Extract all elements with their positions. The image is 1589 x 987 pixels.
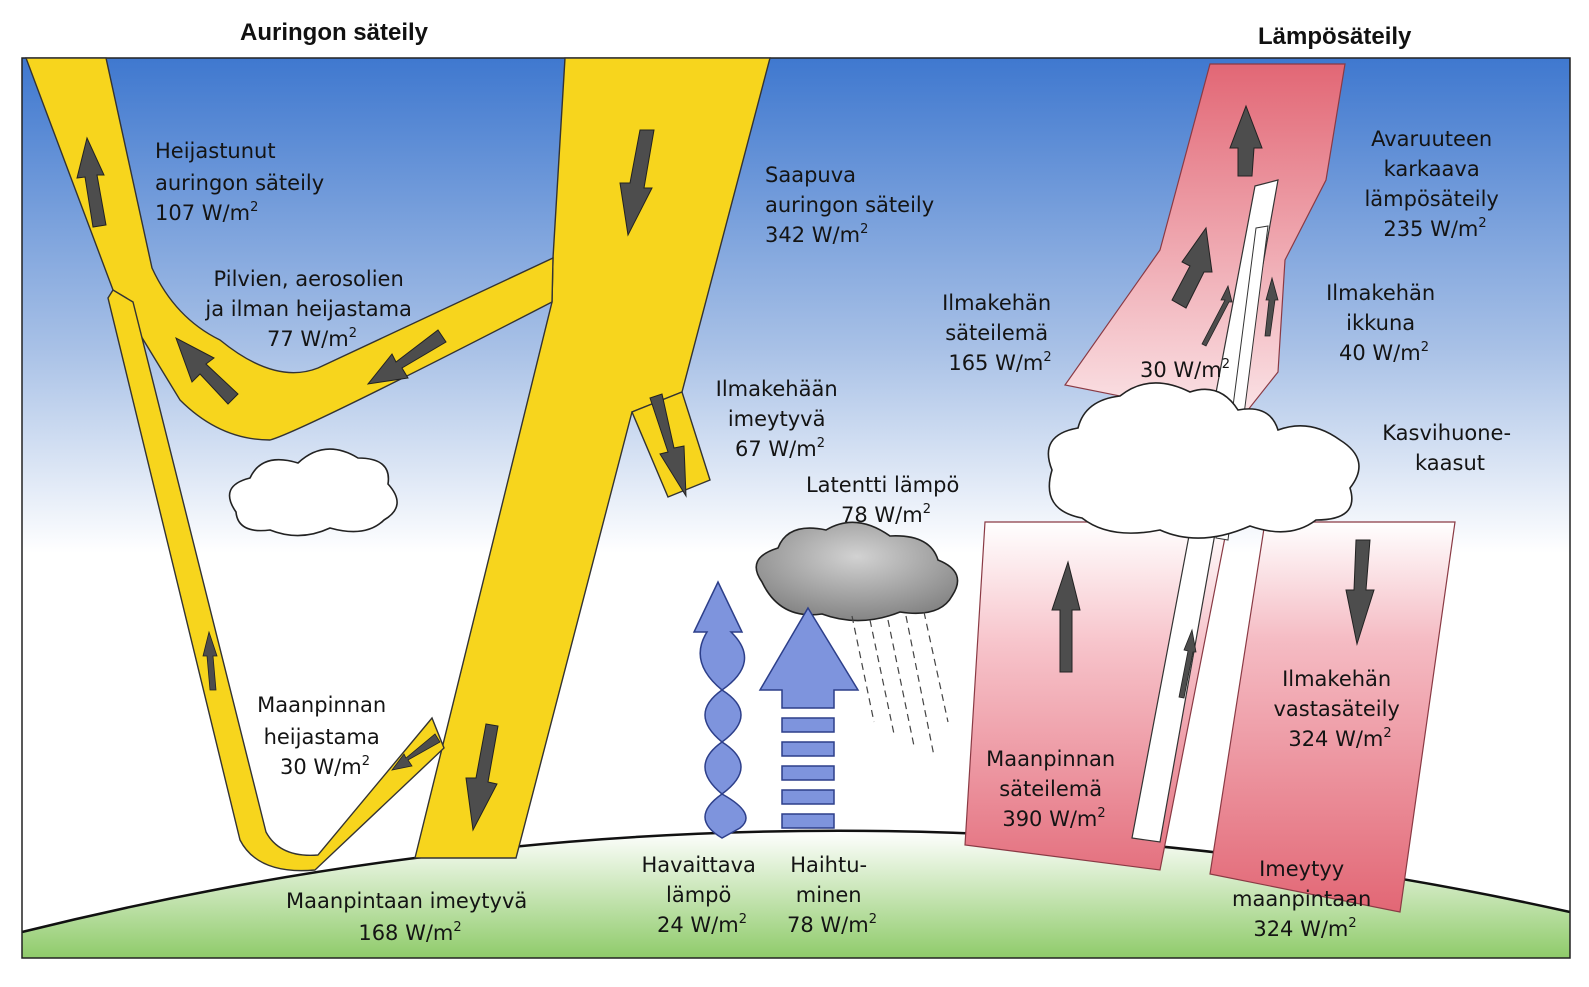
reflected-solar-label: Heijastunut auringon säteily 107 W/m2 [155,139,331,225]
evaporation-arrow [758,606,860,829]
incoming-down-arrow [619,129,655,237]
emitted-up-arrow [1171,226,1213,309]
back-down-arrow [1345,539,1375,646]
greenhouse-label: Kasvihuone- kaasut [1382,421,1517,475]
window-up-arrow [1229,104,1263,177]
window-label: Ilmakehän ikkuna 40 W/m2 [1326,281,1442,365]
cloud-reflected-label: Pilvien, aerosolien ja ilman heijastama … [204,267,418,351]
surface-reflected-band [107,289,445,872]
surface-emitted-label: Maanpinnan säteilemä 390 W/m2 [986,747,1122,831]
reflected-left-up-arrow [175,336,239,405]
flow-arrows [76,104,1375,832]
surface-reflected-label: Maanpinnan heijastama 30 W/m2 [257,693,393,779]
escaping-thermal-label: Avaruuteen karkaava lämpösäteily 235 W/m… [1364,127,1505,241]
rain-streaks [851,611,949,757]
cloud-reflected-arrow [366,329,447,385]
reflected-up-arrow [76,136,107,228]
cloud-left [228,448,398,537]
incoming-solar-label: Saapuva auringon säteily 342 W/m2 [765,163,941,247]
atmos-absorbed-label: Ilmakehään imeytyvä 67 W/m2 [716,377,845,461]
atmos-emitted-label: Ilmakehän säteilemä 165 W/m2 [942,291,1058,375]
thin-flow-arrows [202,276,1279,771]
sensible-heat-label: Havaittava lämpö 24 W/m2 [641,853,762,937]
back-radiation-label: Ilmakehän vastasäteily 324 W/m2 [1273,667,1406,751]
solar-header: Auringon säteily [240,19,429,46]
window-30-label: 30 W/m2 [1140,357,1230,382]
latent-heat-label: Latentti lämpö 78 W/m2 [806,473,966,527]
surface-absorbed-label: Maanpintaan imeytyvä 168 W/m2 [286,889,534,945]
absorbed-atmos-arrow [649,393,687,498]
absorbed-surface-label: Imeytyy maanpintaan 324 W/m2 [1232,857,1378,941]
thermal-header: Lämpösäteily [1258,23,1412,50]
sensible-heat-arrow [692,580,747,839]
surface-up-arrow [1051,560,1081,673]
diagram-frame [21,57,1571,959]
back-radiation-band [1209,521,1456,913]
cloud-right [1047,382,1360,539]
ground [22,830,1570,958]
surface-absorbed-arrow [465,723,499,832]
evaporation-label: Haihtu- minen 78 W/m2 [787,853,877,937]
rain-cloud [755,521,959,622]
